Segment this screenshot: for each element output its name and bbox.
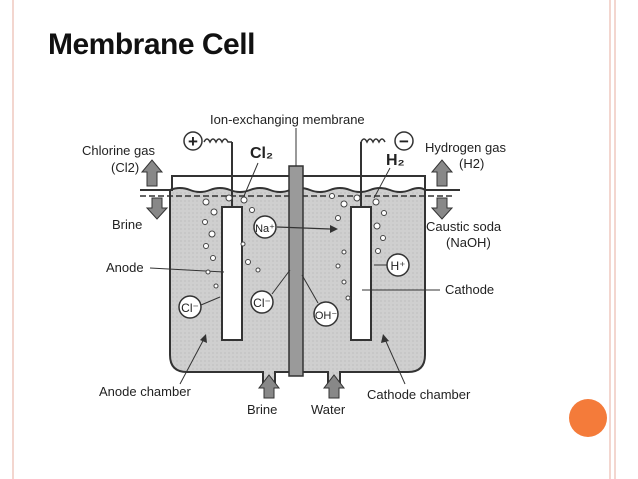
slide-border-right-inner xyxy=(614,0,616,479)
brine-down-arrow xyxy=(145,197,169,220)
h2-label: H₂ xyxy=(386,152,405,169)
cathode-electrode xyxy=(350,206,372,341)
h2-pointer xyxy=(373,167,391,199)
brine-inlet-arrow xyxy=(257,374,281,399)
naoh-label: (NaOH) xyxy=(446,235,491,250)
na-migration-arrow xyxy=(276,226,331,230)
cathode-coil xyxy=(360,138,386,144)
cathode-label: Cathode xyxy=(445,282,494,297)
h-ion-label: H⁺ xyxy=(391,259,406,273)
negative-terminal xyxy=(394,131,414,151)
caustic-down-arrow xyxy=(430,197,454,220)
cl2-label: Cl₂ xyxy=(250,145,273,162)
cl-ion-mid-label: Cl⁻ xyxy=(253,296,271,310)
minus-sign: − xyxy=(399,132,409,151)
na-ion-label: Na⁺ xyxy=(255,223,275,235)
anode-coil xyxy=(203,138,232,144)
water-in-label: Water xyxy=(311,402,346,417)
chlorine-gas-label: Chlorine gas xyxy=(82,143,155,158)
slide-title: Membrane Cell xyxy=(48,28,255,61)
plus-sign: + xyxy=(188,132,198,151)
anode-pointer xyxy=(149,267,225,273)
oh-ion-label: OH⁻ xyxy=(315,310,338,322)
anode-chamber-arrowhead xyxy=(200,334,207,343)
membrane-label: Ion-exchanging membrane xyxy=(210,112,365,127)
caustic-soda-label: Caustic soda xyxy=(426,219,502,234)
oh-ion-circle xyxy=(313,301,339,327)
anode-chamber-pointer xyxy=(179,336,206,385)
accent-circle xyxy=(569,399,607,437)
anode-electrode xyxy=(221,206,243,341)
ion-exchange-membrane xyxy=(288,165,304,377)
cathode-chamber-label: Cathode chamber xyxy=(367,387,471,402)
hydrogen-up-arrow xyxy=(430,159,454,187)
hydrogen-gas-label: Hydrogen gas xyxy=(425,140,506,155)
cl-ion-left-circle xyxy=(178,295,202,319)
water-inlet-arrow xyxy=(322,374,346,399)
brine-out-label: Brine xyxy=(112,217,142,232)
cathode-bubbles xyxy=(329,193,387,301)
cathode-chamber-arrowhead xyxy=(381,334,389,343)
brine-in-label: Brine xyxy=(247,402,277,417)
oh-arrow xyxy=(301,274,319,304)
anode-bubbles xyxy=(202,194,261,289)
cl2-pointer xyxy=(243,162,259,197)
positive-terminal xyxy=(183,131,203,151)
na-arrowhead xyxy=(330,225,338,233)
cathode-chamber-pointer xyxy=(383,336,406,385)
chlorine-up-arrow xyxy=(140,159,164,187)
anode-label: Anode xyxy=(106,260,144,275)
cl-mid-arrow xyxy=(271,269,291,295)
cl-ion-left-label: Cl⁻ xyxy=(181,301,199,315)
hydrogen-formula: (H2) xyxy=(459,156,484,171)
cl-left-arrow xyxy=(200,296,221,306)
na-ion-circle xyxy=(253,215,277,239)
slide-border-right xyxy=(609,0,611,479)
slide-border-left xyxy=(12,0,14,479)
cl-ion-mid-circle xyxy=(250,290,274,314)
chlorine-formula: (Cl2) xyxy=(111,160,139,175)
anode-chamber-label: Anode chamber xyxy=(99,384,191,399)
